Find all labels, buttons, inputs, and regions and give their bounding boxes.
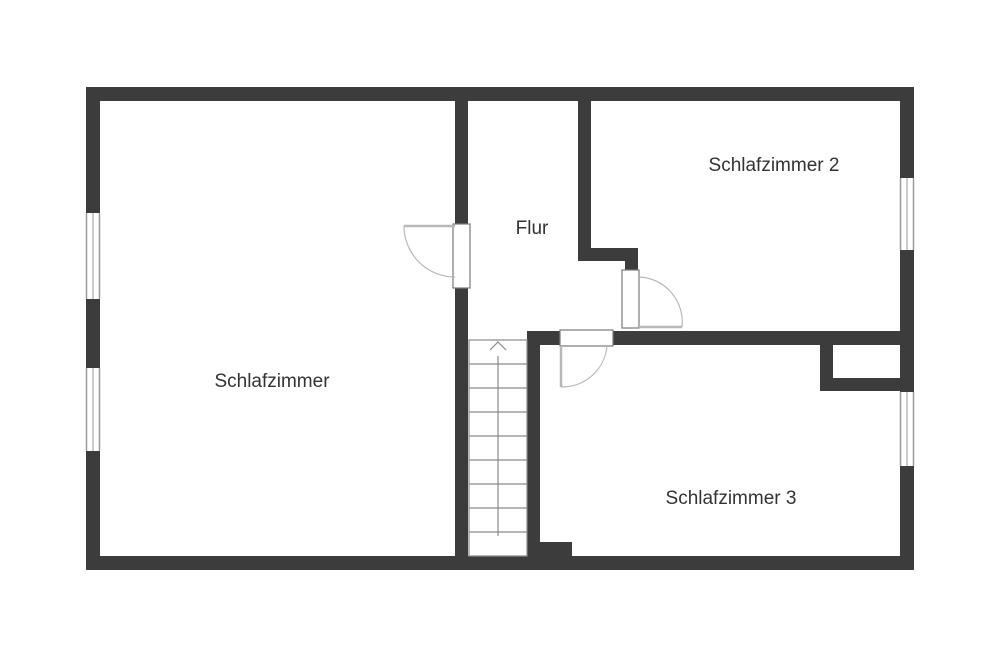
room-label-flur: Flur [516,218,549,239]
stair-arrow-icon [489,341,507,536]
door-bedroom-3 [559,329,614,388]
wall-bedroom-hall [455,101,468,556]
window-left-lower [84,368,102,451]
wall-bedroom2-bedroom3 [527,331,900,345]
wall-stub-bottom [540,542,572,556]
interior-walls [455,101,900,556]
window-right-lower [898,392,916,466]
room-label-schlafzimmer-3: Schlafzimmer 3 [666,488,797,509]
room-label-schlafzimmer-2: Schlafzimmer 2 [709,155,840,176]
room-labels: Schlafzimmer Flur Schlafzimmer 2 Schlafz… [214,155,839,509]
staircase [468,339,528,557]
room-label-schlafzimmer: Schlafzimmer [214,371,330,392]
windows [84,178,916,466]
window-right-upper [898,178,916,250]
window-left-upper [84,213,102,299]
doors [403,223,683,388]
door-bedroom-2 [621,269,683,329]
wall-bedroom2-notch [578,248,638,261]
shaft-wall-bottom [820,378,900,391]
door-bedroom [403,223,471,289]
wall-hall-bedroom3 [527,331,540,556]
wall-hall-bedroom2 [578,101,591,261]
